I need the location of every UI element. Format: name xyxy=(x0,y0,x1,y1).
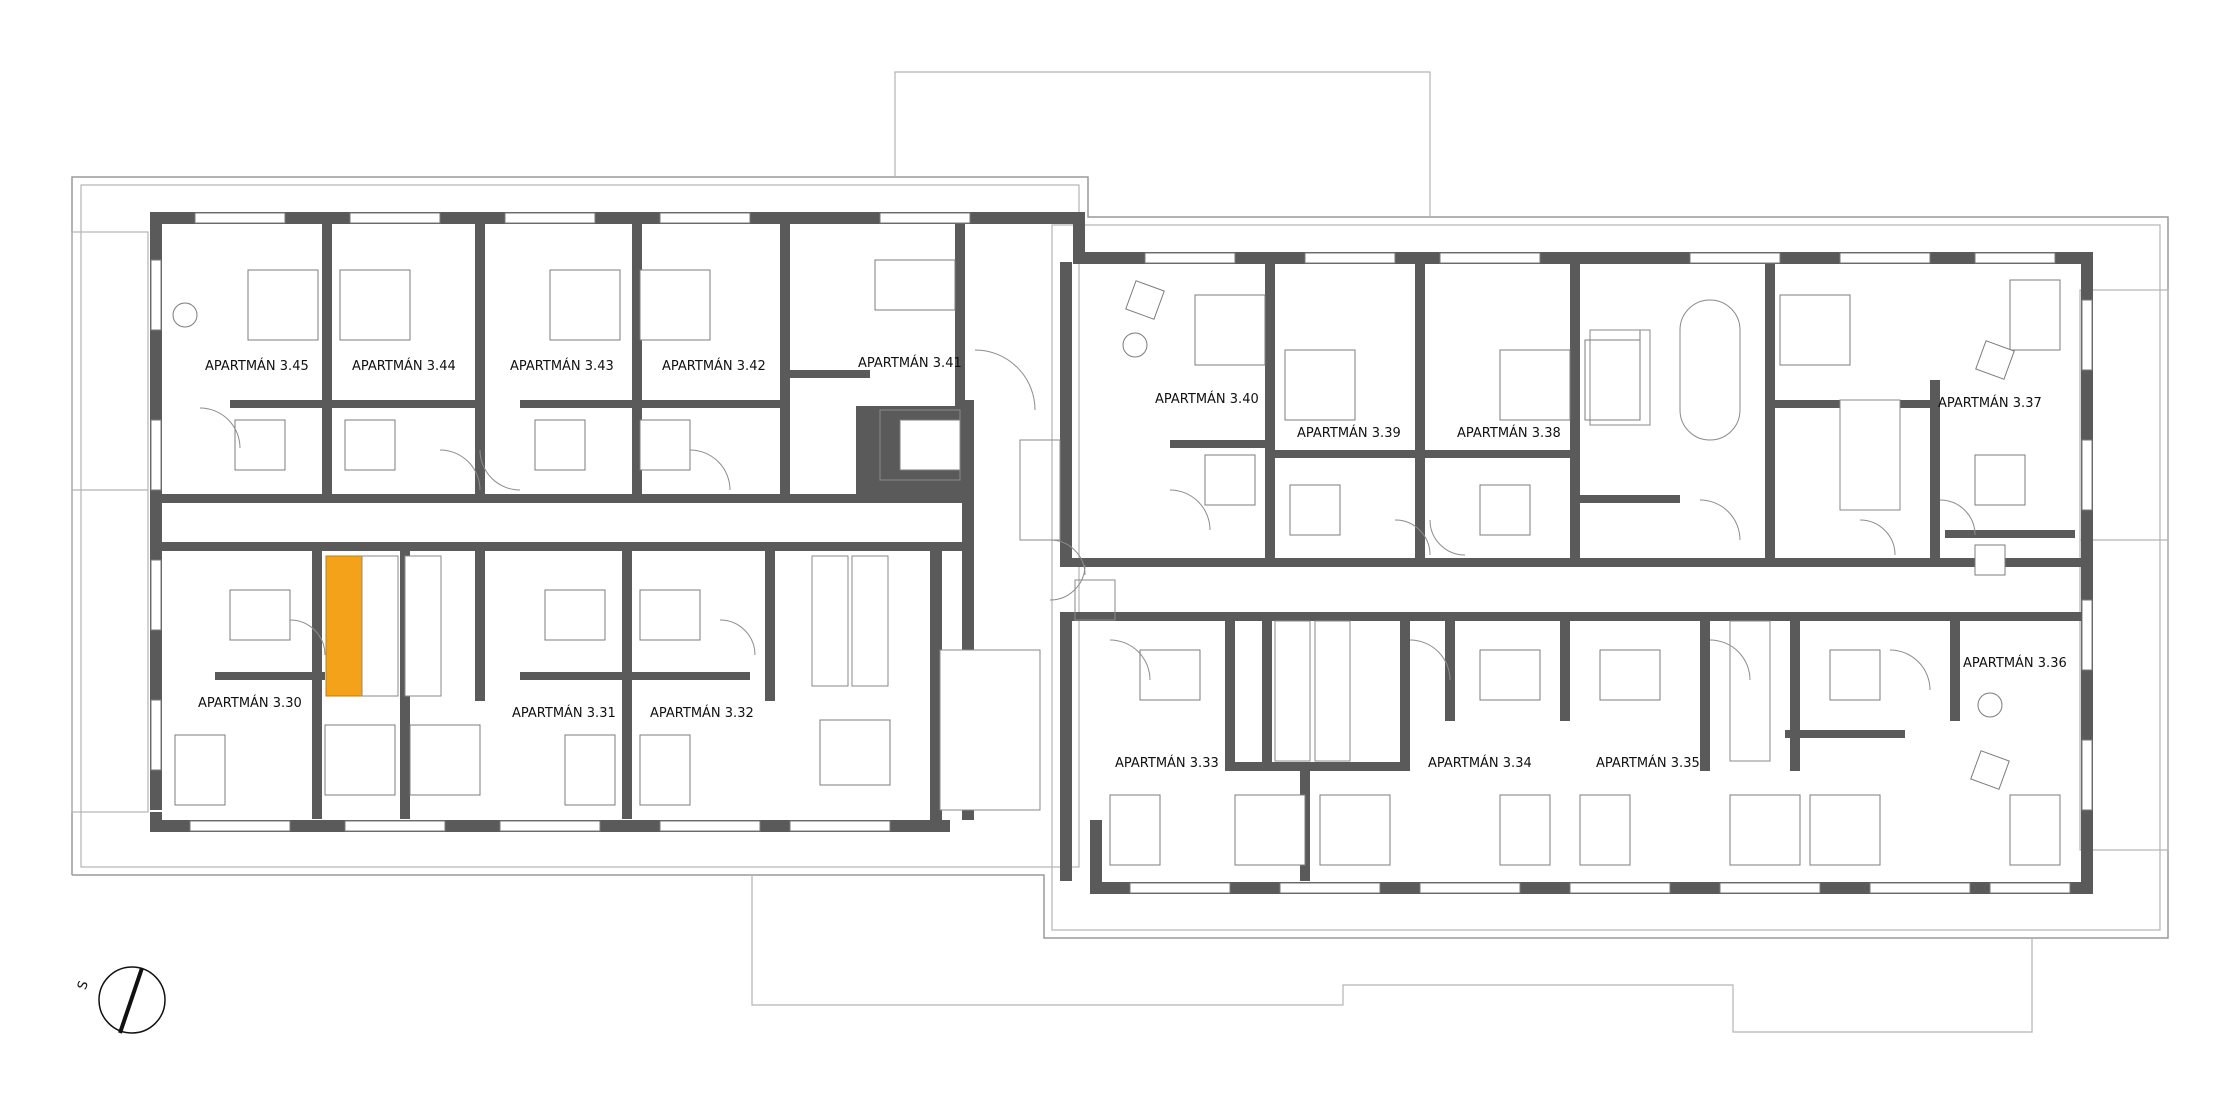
room-label: APARTMÁN 3.34 xyxy=(1428,755,1532,771)
north-label: S xyxy=(75,979,92,992)
room-label: APARTMÁN 3.40 xyxy=(1155,391,1259,407)
room-label: APARTMÁN 3.35 xyxy=(1596,755,1700,771)
fixtures xyxy=(879,299,1741,621)
room-label: APARTMÁN 3.37 xyxy=(1938,395,2042,411)
room-label: APARTMÁN 3.45 xyxy=(205,358,309,374)
room-label: APARTMÁN 3.44 xyxy=(352,358,456,374)
north-arrow: S xyxy=(75,966,166,1034)
room-label: APARTMÁN 3.41 xyxy=(858,355,962,371)
room-label: APARTMÁN 3.30 xyxy=(198,695,302,711)
room-label: APARTMÁN 3.32 xyxy=(650,705,754,721)
stairs xyxy=(361,399,1901,811)
room-labels: APARTMÁN 3.45 APARTMÁN 3.44 APARTMÁN 3.4… xyxy=(198,355,2067,771)
furniture xyxy=(172,259,2061,866)
highlighted-stairwell xyxy=(325,555,363,697)
room-label: APARTMÁN 3.43 xyxy=(510,358,614,374)
room-label: APARTMÁN 3.31 xyxy=(512,705,616,721)
room-label: APARTMÁN 3.39 xyxy=(1297,425,1401,441)
exterior-walls xyxy=(150,212,2093,894)
room-label: APARTMÁN 3.36 xyxy=(1963,655,2067,671)
room-label: APARTMÁN 3.33 xyxy=(1115,755,1219,771)
room-label: APARTMÁN 3.38 xyxy=(1457,425,1561,441)
room-label: APARTMÁN 3.42 xyxy=(662,358,766,374)
building-outline xyxy=(71,71,2169,1033)
doors xyxy=(199,349,1976,691)
